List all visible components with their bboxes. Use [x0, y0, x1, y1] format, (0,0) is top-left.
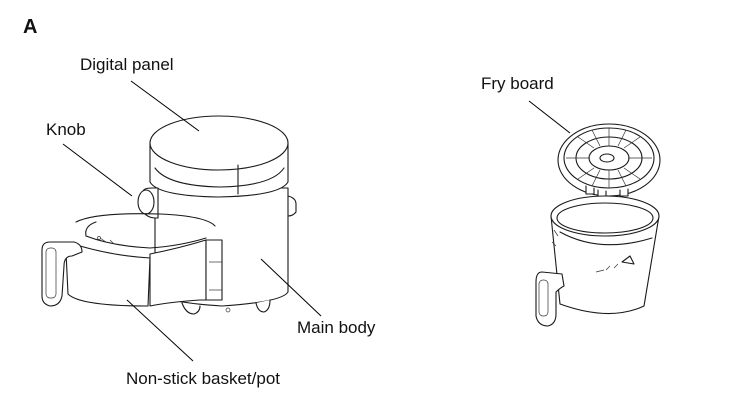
- leader-lines: [62, 80, 571, 362]
- figure-letter: A: [23, 16, 38, 38]
- digital-panel-shape: [149, 115, 289, 198]
- leader-fry-board: [528, 100, 571, 134]
- knob-shape: [137, 187, 159, 219]
- basket-pot-separate-shape: [535, 195, 660, 327]
- fry-board-shape: [557, 123, 661, 198]
- leader-basket: [126, 299, 194, 362]
- label-basket: Non-stick basket/pot: [126, 369, 281, 388]
- basket-shape: [41, 213, 223, 307]
- label-fry-board: Fry board: [481, 74, 554, 93]
- leader-main-body: [260, 258, 322, 317]
- leader-knob: [62, 143, 133, 197]
- label-main-body: Main body: [297, 318, 376, 337]
- label-digital-panel: Digital panel: [80, 55, 174, 74]
- label-knob: Knob: [46, 120, 86, 139]
- air-fryer-assembled: [41, 115, 297, 315]
- leader-digital-panel: [130, 80, 200, 132]
